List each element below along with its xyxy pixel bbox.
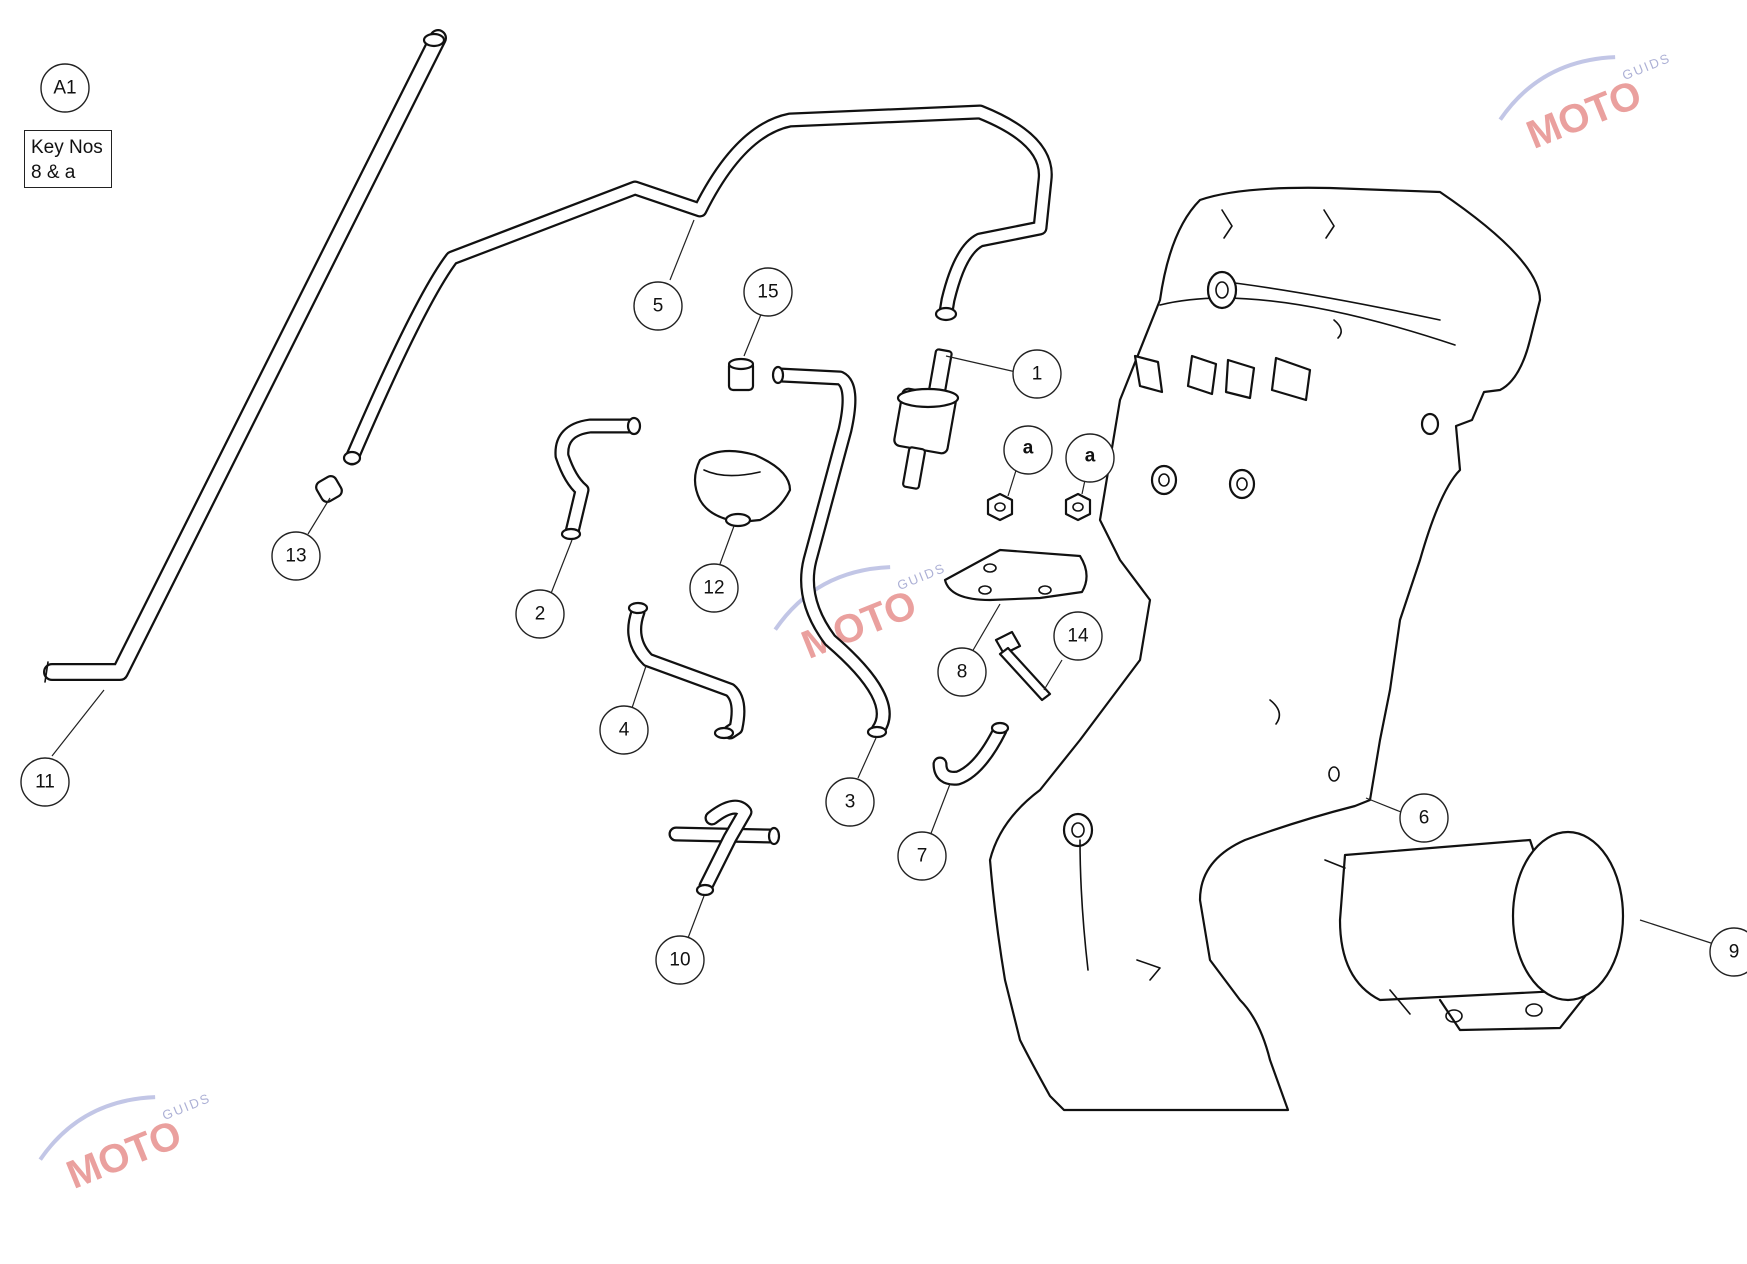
callout-6: 6 xyxy=(1399,793,1449,843)
svg-text:4: 4 xyxy=(619,720,630,741)
watermark-sub: GUIDS xyxy=(1620,50,1673,83)
svg-text:7: 7 xyxy=(917,846,928,867)
part-5-bent-hose xyxy=(342,104,1053,466)
svg-text:a: a xyxy=(1085,446,1096,467)
key-note-line-1: Key Nos xyxy=(31,137,103,158)
callout-11: 11 xyxy=(20,757,70,807)
callout-2: 2 xyxy=(515,589,565,639)
leader-8 xyxy=(971,603,1001,653)
callout-a-right: a xyxy=(1065,433,1115,483)
callout-9: 9 xyxy=(1709,927,1747,977)
part-13-sleeve xyxy=(315,475,343,503)
watermark-brand: MOTO xyxy=(61,1112,188,1197)
callouts: A1 11 13 5 15 2 12 1 xyxy=(20,63,1747,985)
watermark-sub: GUIDS xyxy=(895,560,948,593)
leader-14 xyxy=(1043,659,1063,691)
callout-14: 14 xyxy=(1053,611,1103,661)
svg-text:14: 14 xyxy=(1067,626,1089,647)
watermark-bottom-left: MOTO GUIDS xyxy=(38,1090,213,1198)
callout-sheet-a1: A1 xyxy=(40,63,90,113)
leader-1 xyxy=(945,355,1017,373)
svg-text:5: 5 xyxy=(653,296,664,317)
part-6-housing xyxy=(988,186,1542,1112)
svg-text:3: 3 xyxy=(845,792,856,813)
svg-text:1: 1 xyxy=(1032,364,1043,385)
part-10-t-piece xyxy=(668,799,781,897)
part-a-nut-left xyxy=(986,492,1014,522)
sheet-label: A1 xyxy=(53,78,76,99)
svg-text:8: 8 xyxy=(957,662,968,683)
key-note-box: Key Nos 8 & a xyxy=(24,130,112,188)
leader-5 xyxy=(669,219,695,281)
part-15-sleeve xyxy=(727,357,755,392)
part-7-short-hose xyxy=(932,721,1010,786)
callout-7: 7 xyxy=(897,831,947,881)
leader-7 xyxy=(929,783,951,837)
part-8-bracket xyxy=(943,548,1088,602)
callout-10: 10 xyxy=(655,935,705,985)
leader-6 xyxy=(1365,797,1407,815)
watermark-brand: MOTO xyxy=(1521,72,1648,157)
callout-1: 1 xyxy=(1012,349,1062,399)
callout-15: 15 xyxy=(743,267,793,317)
watermark-top-right: MOTO GUIDS xyxy=(1498,50,1673,158)
callout-13: 13 xyxy=(271,531,321,581)
part-11-long-pipe xyxy=(43,29,447,683)
watermark-sub: GUIDS xyxy=(160,1090,213,1123)
part-a-nut-right xyxy=(1064,492,1092,522)
svg-text:10: 10 xyxy=(669,950,690,971)
leader-11 xyxy=(51,689,105,757)
callout-5: 5 xyxy=(633,281,683,331)
leader-13 xyxy=(307,497,331,535)
svg-text:6: 6 xyxy=(1419,808,1430,829)
part-3-long-hose xyxy=(771,365,891,739)
callout-4: 4 xyxy=(599,705,649,755)
part-9-canister xyxy=(1324,830,1625,1032)
part-12-clamp xyxy=(693,449,792,528)
svg-text:a: a xyxy=(1023,438,1034,459)
callout-3: 3 xyxy=(825,777,875,827)
leader-4 xyxy=(629,665,647,715)
watermark-center: MOTO GUIDS xyxy=(773,560,948,668)
leader-15 xyxy=(743,311,763,357)
part-4-bent-hose xyxy=(627,601,746,740)
leader-10 xyxy=(687,895,705,939)
callout-12: 12 xyxy=(689,563,739,613)
svg-text:13: 13 xyxy=(285,546,306,567)
svg-text:2: 2 xyxy=(535,604,546,625)
part-14-bolt xyxy=(994,630,1052,702)
leader-2 xyxy=(549,539,573,597)
part-1-inline-filter xyxy=(893,348,960,490)
leader-3 xyxy=(857,737,877,779)
svg-text:11: 11 xyxy=(35,772,55,793)
svg-text:9: 9 xyxy=(1729,942,1740,963)
leader-9 xyxy=(1639,919,1715,945)
part-2-bent-hose xyxy=(554,416,642,541)
svg-text:12: 12 xyxy=(703,578,724,599)
leader-12 xyxy=(719,525,735,565)
key-note-line-2: 8 & a xyxy=(31,162,76,183)
svg-text:15: 15 xyxy=(757,282,778,303)
leader-lines xyxy=(51,219,1715,945)
callout-8: 8 xyxy=(937,647,987,697)
callout-a-left: a xyxy=(1003,425,1053,475)
